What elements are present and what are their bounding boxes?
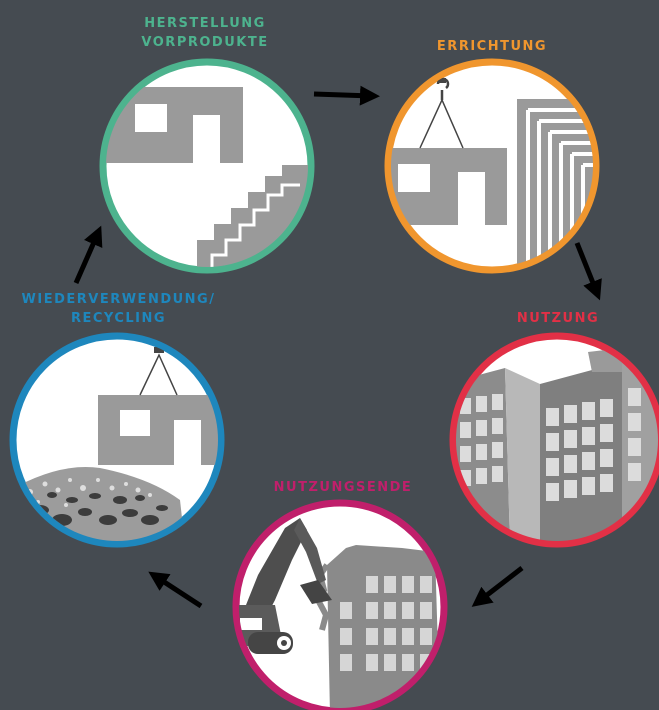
label-nutzung: NUTZUNG: [458, 309, 658, 328]
arrow-recycling-to-herstellung: [73, 225, 103, 285]
label-nutzungsende: NUTZUNGSENDE: [243, 478, 443, 497]
arrow-errichtung-to-nutzung: [574, 242, 602, 301]
circle-recycling: [9, 332, 225, 548]
arrow-nutzung-to-nutzungsende: [471, 566, 524, 607]
label-herstellung-line1: HERSTELLUNG: [144, 16, 266, 31]
label-wiederverwendung-recycling: WIEDERVERWENDUNG/ RECYCLING: [6, 290, 231, 328]
arrow-herstellung-to-errichtung: [313, 85, 380, 106]
circle-errichtung: [384, 58, 600, 274]
arrows: [73, 85, 602, 609]
label-herstellung-vorprodukte: HERSTELLUNG VORPRODUKTE: [105, 14, 305, 52]
label-errichtung-line1: ERRICHTUNG: [436, 39, 548, 54]
label-recycling-line2: RECYCLING: [70, 311, 167, 326]
circle-herstellung: [99, 58, 315, 274]
label-nutzung-line1: NUTZUNG: [516, 311, 600, 326]
circle-nutzung: [449, 332, 659, 548]
excavator-demolition-icon: [239, 518, 440, 708]
label-herstellung-line2: VORPRODUKTE: [141, 35, 269, 50]
label-errichtung: ERRICHTUNG: [392, 37, 592, 56]
circle-nutzungsende: [232, 499, 448, 710]
label-recycling-line1: WIEDERVERWENDUNG/: [21, 292, 216, 307]
label-nutzungsende-line1: NUTZUNGSENDE: [273, 480, 413, 495]
arrow-nutzungsende-to-recycling: [148, 571, 203, 609]
